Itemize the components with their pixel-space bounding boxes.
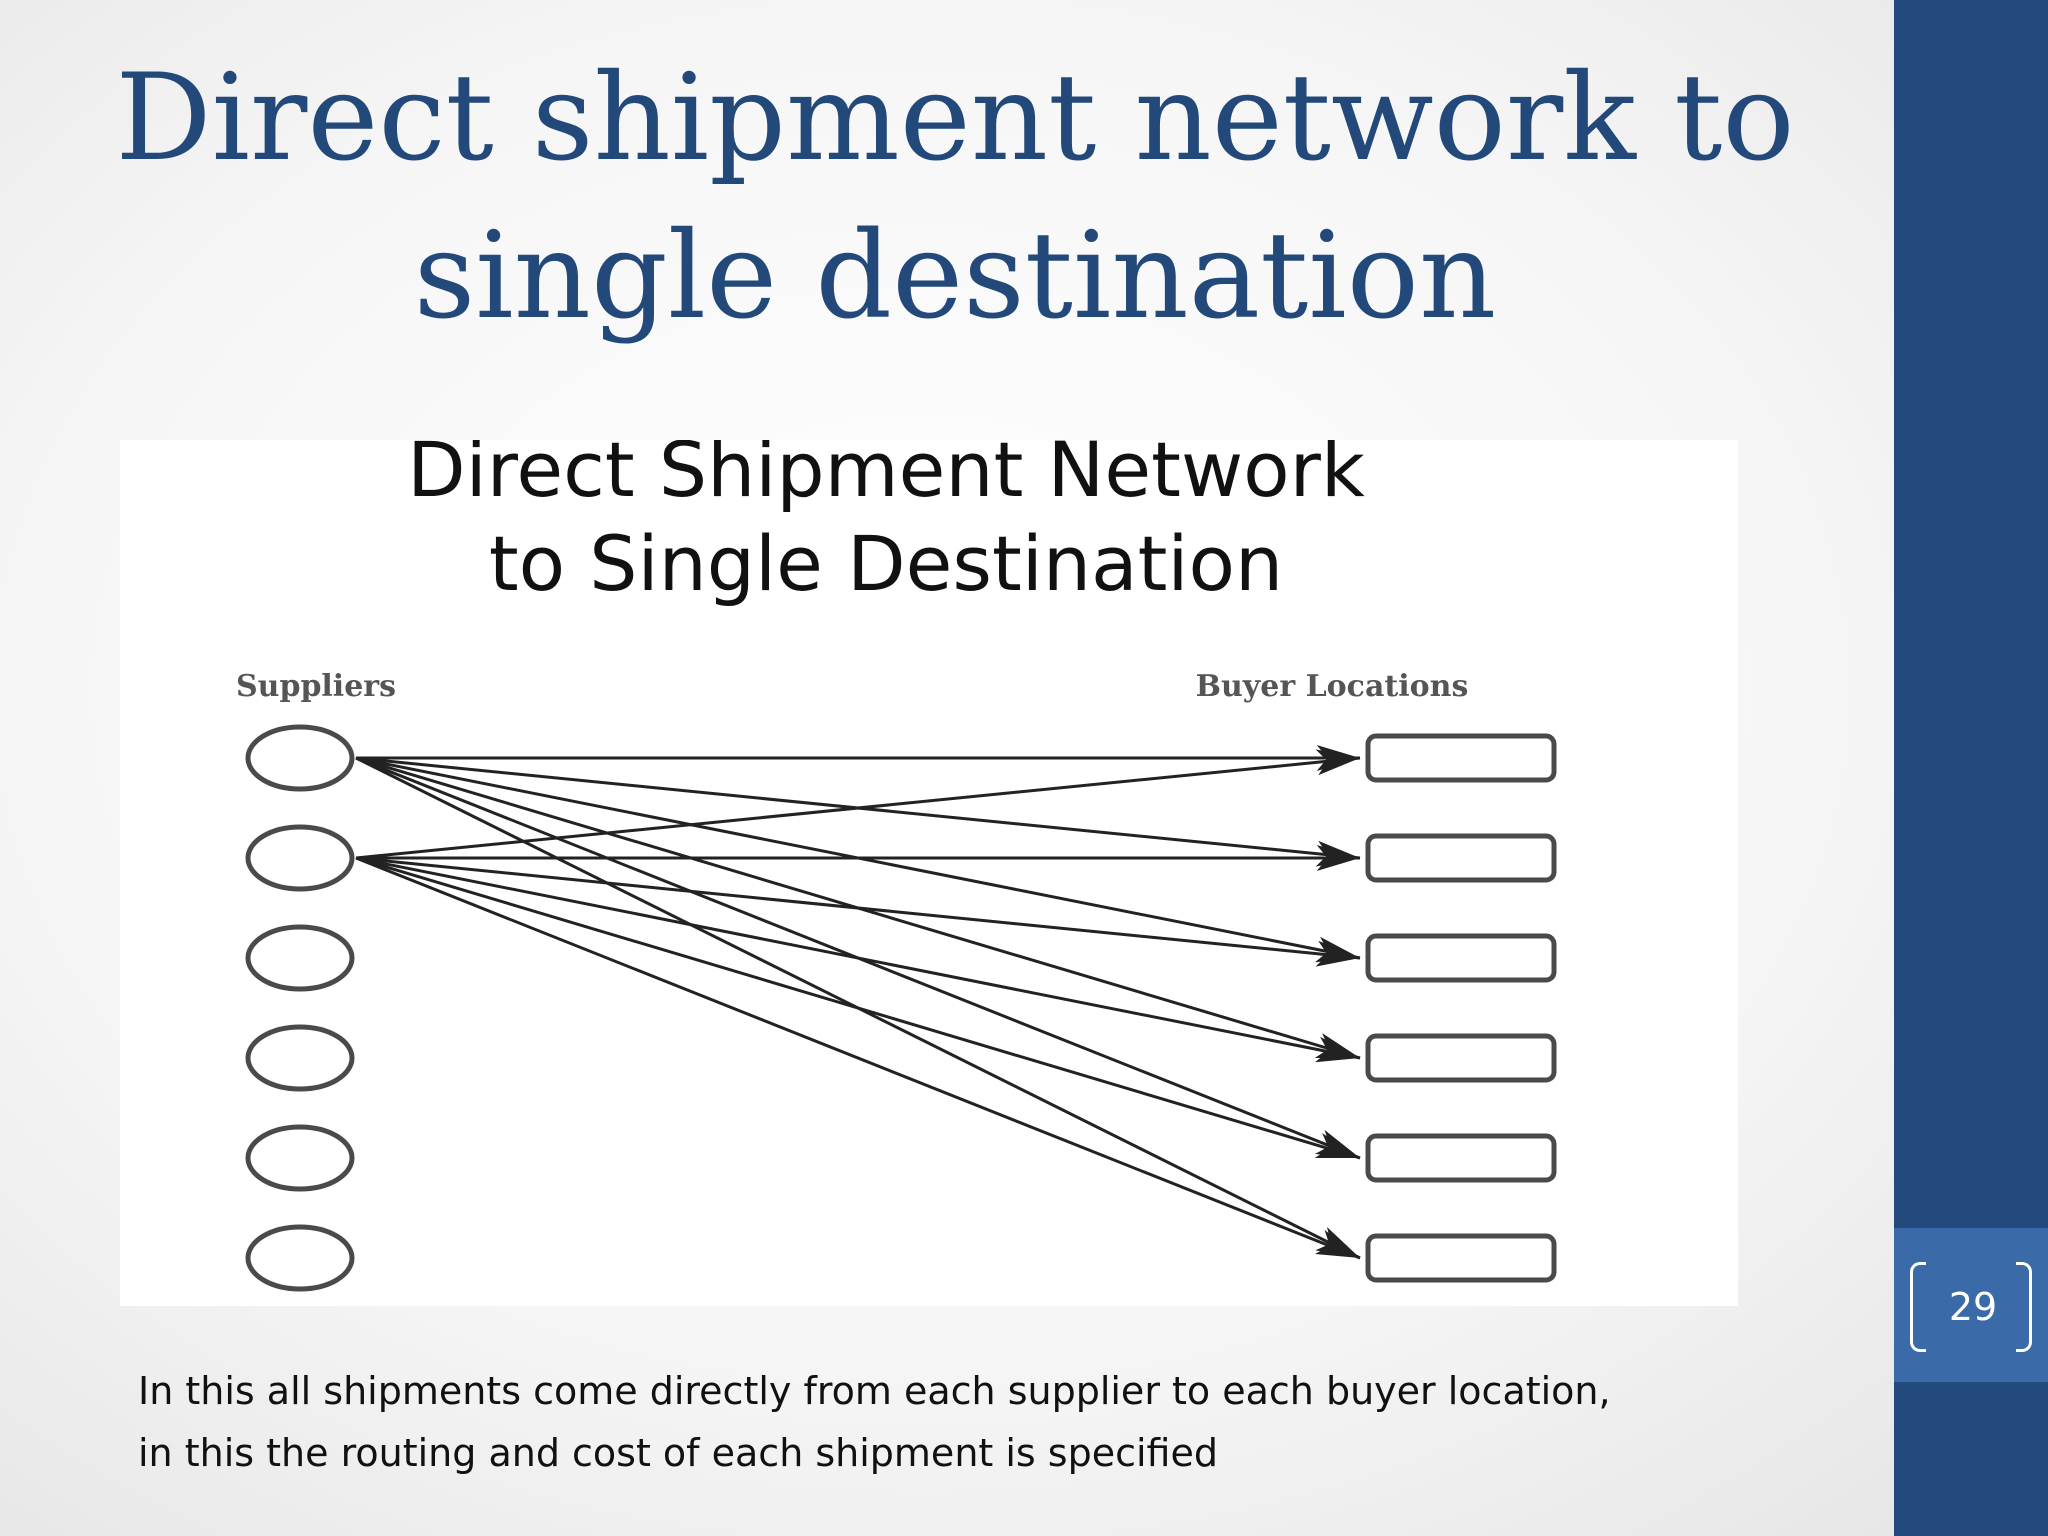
arrow-supplier-2-to-buyer-1 [355, 749, 1361, 860]
caption: In this all shipments come directly from… [138, 1360, 1838, 1484]
supplier-node-5 [245, 1124, 355, 1192]
supplier-node-6 [245, 1224, 355, 1292]
caption-line-2: in this the routing and cost of each shi… [138, 1431, 1218, 1475]
supplier-nodes [245, 724, 355, 1292]
page-bracket-right [2016, 1262, 2032, 1352]
supplier-node-4 [245, 1024, 355, 1092]
arrow-supplier-2-to-buyer-5 [355, 856, 1361, 1160]
buyer-locations-label: Buyer Locations [1196, 669, 1469, 704]
arrow-supplier-2-to-buyer-4 [355, 856, 1361, 1063]
caption-line-1: In this all shipments come directly from… [138, 1369, 1611, 1413]
arrow-supplier-2-to-buyer-3 [355, 856, 1361, 967]
buyer-location-node-1 [1365, 733, 1557, 783]
buyer-location-node-6 [1365, 1233, 1557, 1283]
diagram-title-line-2: to Single Destination [489, 519, 1283, 608]
slide-title: Direct shipment network to single destin… [60, 40, 1850, 356]
buyer-location-node-4 [1365, 1033, 1557, 1083]
page-number: 29 [1948, 1285, 1998, 1329]
buyer-location-node-3 [1365, 933, 1557, 983]
buyer-location-node-5 [1365, 1133, 1557, 1183]
shipment-arrows [355, 745, 1361, 1260]
page-number-box [1894, 1228, 2048, 1382]
buyer-location-node-2 [1365, 833, 1557, 883]
diagram-panel: Direct Shipment Network to Single Destin… [120, 440, 1738, 1306]
page-bracket-left [1910, 1262, 1926, 1352]
supplier-node-3 [245, 924, 355, 992]
supplier-node-1 [245, 724, 355, 792]
diagram-title-line-1: Direct Shipment Network [407, 440, 1365, 514]
slide-title-line-1: Direct shipment network to [115, 49, 1795, 188]
supplier-node-2 [245, 824, 355, 892]
network-diagram: Direct Shipment Network to Single Destin… [236, 440, 1557, 1292]
suppliers-label: Suppliers [236, 669, 396, 704]
slide-title-line-2: single destination [413, 207, 1497, 346]
arrow-supplier-2-to-buyer-6 [355, 856, 1361, 1260]
buyer-location-nodes [1365, 733, 1557, 1283]
